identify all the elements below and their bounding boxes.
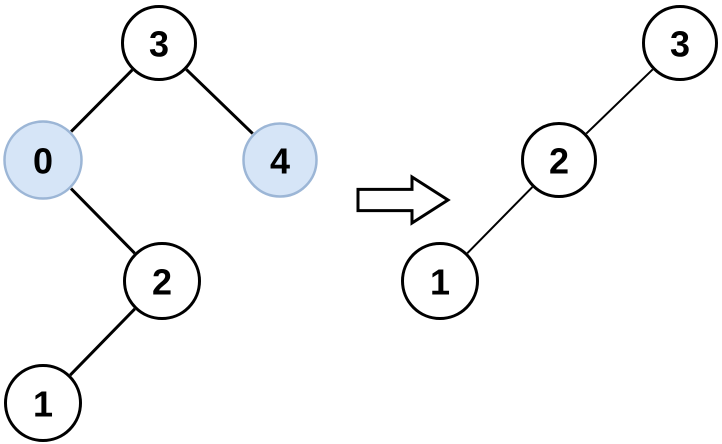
- tree-edge-l0-l2: [69, 187, 136, 255]
- tree-node-3[interactable]: 3: [121, 5, 197, 81]
- tree-node-3[interactable]: 3: [642, 5, 718, 81]
- node-circle: [401, 242, 479, 320]
- tree-edge-r3-r2: [585, 68, 654, 135]
- tree-node-4-highlighted[interactable]: 4: [242, 122, 318, 198]
- before-tree-edges: [69, 68, 254, 377]
- tree-edge-l3-l4: [185, 68, 254, 135]
- node-label: 1: [430, 262, 450, 303]
- tree-node-2[interactable]: 2: [521, 122, 597, 198]
- tree-edge-l3-l0: [70, 68, 134, 133]
- node-circle: [4, 364, 82, 442]
- transition-arrow-group: [356, 174, 451, 226]
- node-label: 4: [270, 141, 290, 182]
- node-circle: [521, 122, 597, 198]
- node-label: 1: [33, 384, 53, 425]
- tree-node-0-highlighted[interactable]: 0: [3, 120, 83, 200]
- node-circle: [242, 122, 318, 198]
- node-label: 2: [549, 141, 569, 182]
- node-circle: [3, 120, 83, 200]
- before-tree-nodes: 3 0 4 2 1: [3, 5, 318, 442]
- after-tree-nodes: 3 2 1: [401, 5, 718, 320]
- node-label: 3: [149, 24, 169, 65]
- tree-node-1[interactable]: 1: [401, 242, 479, 320]
- node-label: 0: [33, 141, 53, 182]
- node-label: 2: [152, 262, 172, 303]
- tree-edge-l2-l1: [69, 307, 136, 377]
- node-circle: [642, 5, 718, 81]
- tree-node-1[interactable]: 1: [4, 364, 82, 442]
- tree-node-2[interactable]: 2: [123, 242, 201, 320]
- after-tree-edges: [466, 68, 654, 254]
- node-circle: [123, 242, 201, 320]
- right-arrow-icon: [356, 174, 451, 226]
- node-label: 3: [670, 24, 690, 65]
- node-circle: [121, 5, 197, 81]
- tree-edge-r2-r1: [466, 186, 534, 254]
